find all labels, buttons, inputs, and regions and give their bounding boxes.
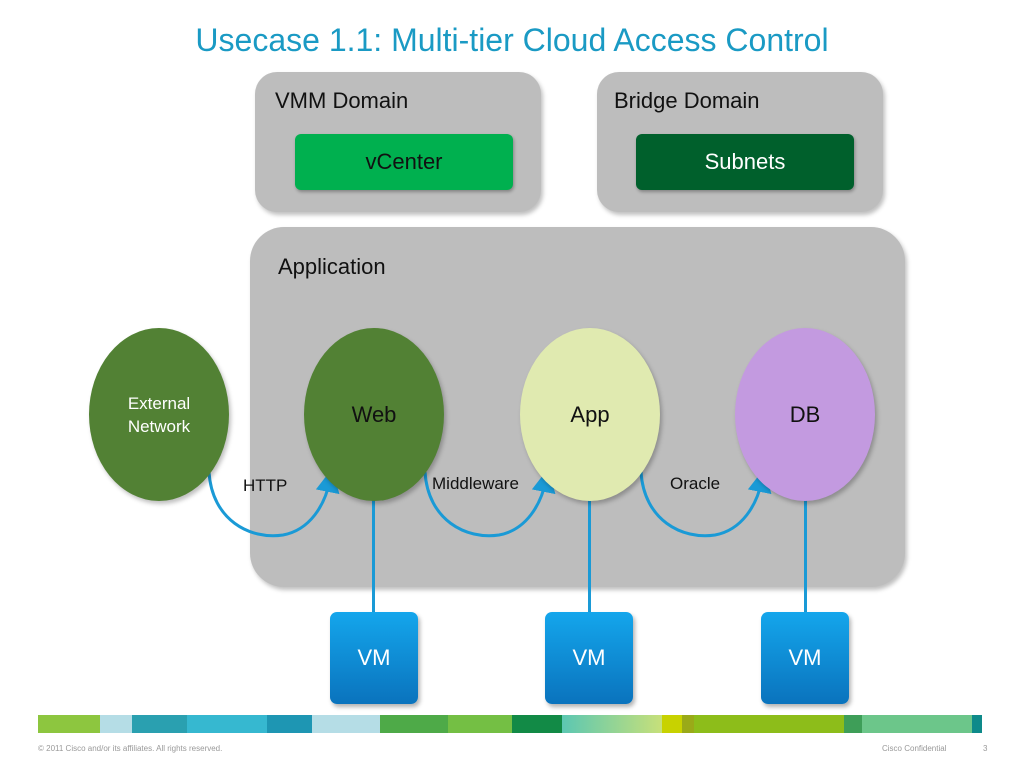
app-label: App: [570, 401, 610, 427]
web-vm-link: [372, 495, 375, 615]
application-label: Application: [278, 254, 386, 279]
bridge-domain-panel: Bridge Domain Subnets: [597, 72, 883, 212]
web-node: Web: [304, 328, 444, 501]
app-vm-link: [588, 495, 591, 615]
app-node: App: [520, 328, 660, 501]
external-network-node: External Network: [89, 328, 229, 501]
copyright-text: © 2011 Cisco and/or its affiliates. All …: [38, 744, 223, 753]
page-number: 3: [983, 744, 988, 753]
vmm-domain-panel: VMM Domain vCenter: [255, 72, 541, 212]
middleware-label: Middleware: [432, 474, 519, 493]
subnets-box: Subnets: [636, 134, 854, 190]
vmm-domain-label: VMM Domain: [275, 88, 409, 113]
confidential-text: Cisco Confidential: [882, 744, 947, 753]
db-node: DB: [735, 328, 875, 501]
slide-title: Usecase 1.1: Multi-tier Cloud Access Con…: [195, 22, 829, 58]
db-label: DB: [789, 401, 821, 427]
footer-color-band: [38, 715, 988, 733]
app-vm: VM: [545, 612, 633, 704]
db-vm: VM: [761, 612, 849, 704]
web-vm: VM: [330, 612, 418, 704]
bridge-domain-label: Bridge Domain: [614, 88, 760, 113]
web-label: Web: [351, 401, 397, 427]
db-vm-link: [804, 495, 807, 615]
oracle-label: Oracle: [670, 474, 721, 493]
vcenter-box: vCenter: [295, 134, 513, 190]
external-network-label: External Network: [127, 393, 191, 436]
http-label: HTTP: [243, 476, 288, 495]
